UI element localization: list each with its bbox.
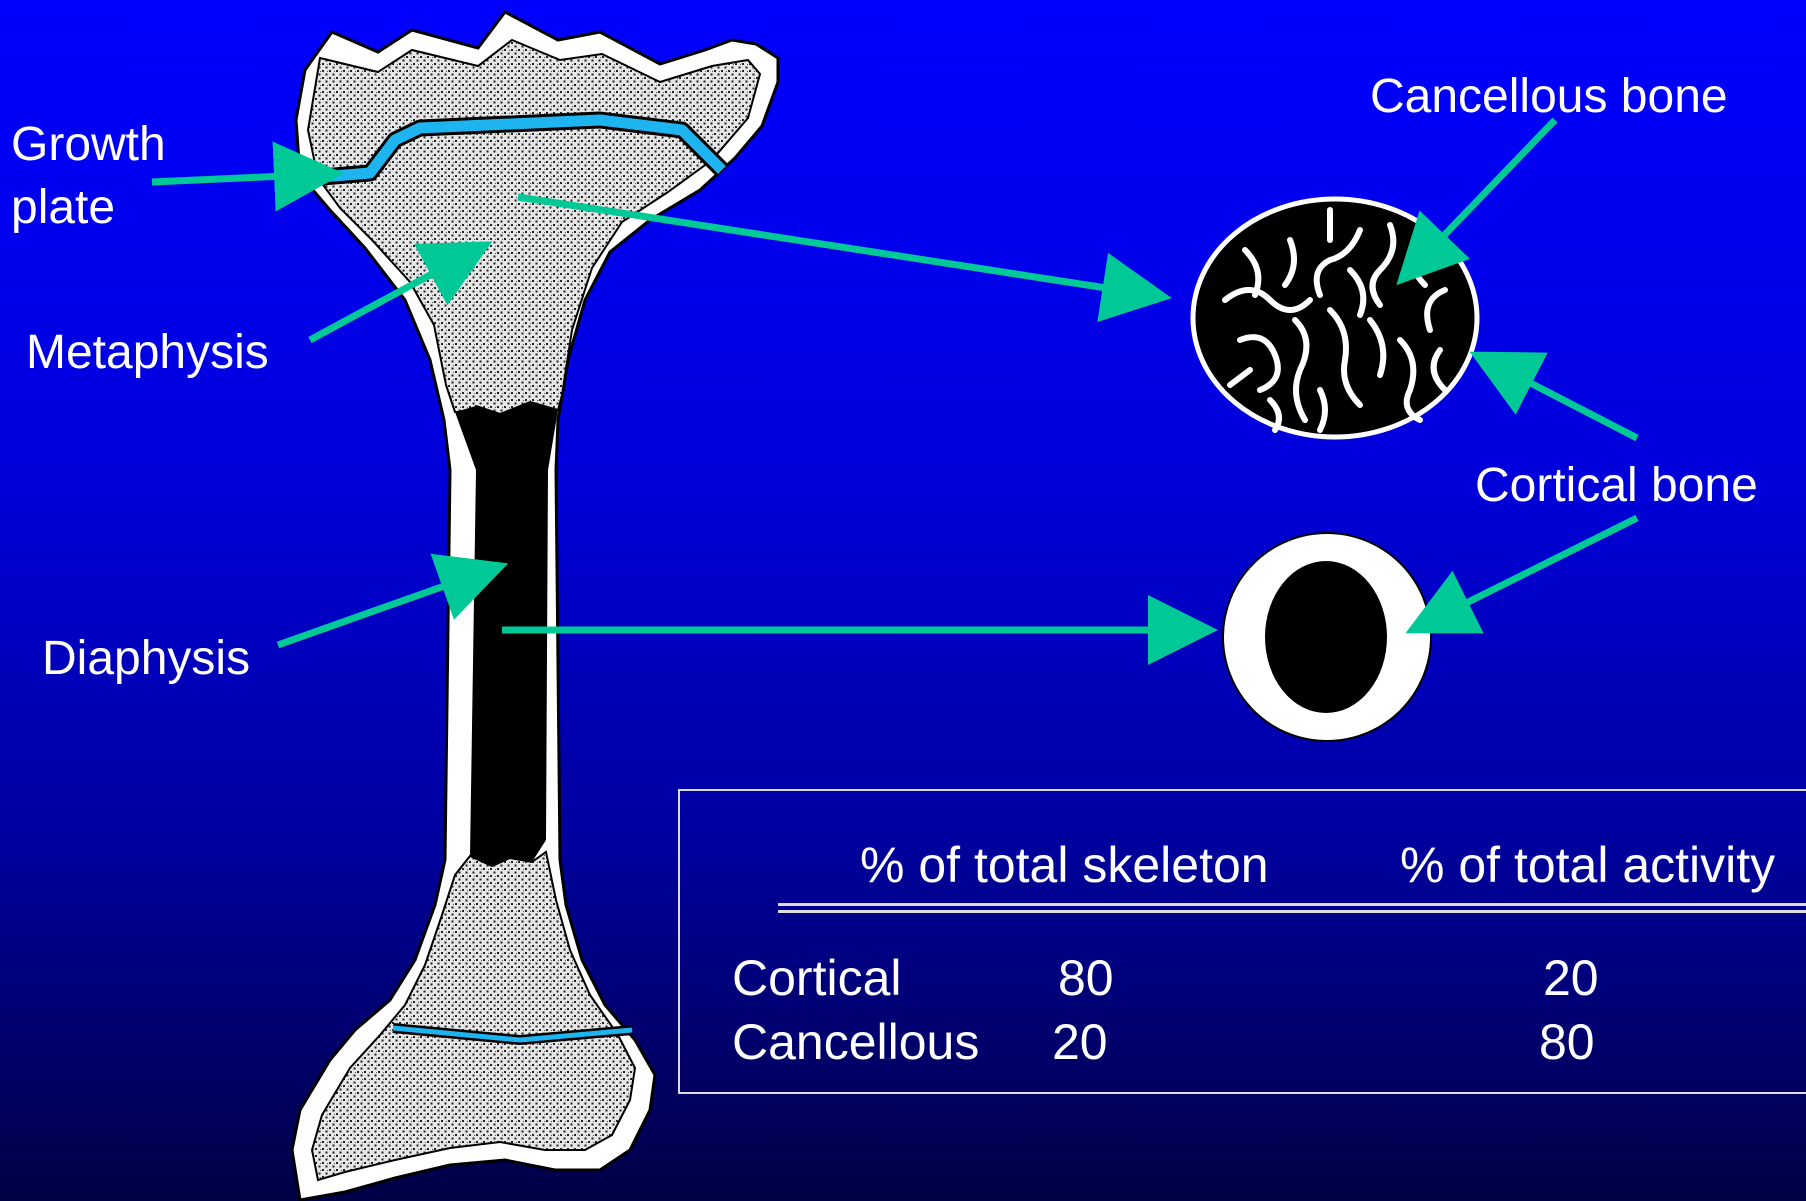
distal-metaphysis — [312, 852, 635, 1180]
cancellous-cross-section — [1193, 199, 1477, 437]
header-total-skeleton: % of total skeleton — [860, 835, 1269, 895]
growth-plate-label-line2: plate — [11, 177, 115, 239]
header-rule-top — [778, 903, 1806, 906]
row-cancellous-name: Cancellous — [732, 1012, 979, 1072]
row-cancellous-skeleton: 20 — [1052, 1012, 1108, 1072]
cortical-bone-arrow-lower — [1418, 518, 1637, 627]
cancellous-bone-label: Cancellous bone — [1370, 66, 1728, 128]
cancellous-bone-arrow — [1406, 120, 1555, 275]
header-rule-bottom — [778, 910, 1806, 913]
header-total-activity: % of total activity — [1400, 835, 1775, 895]
growth-plate-label-line1: Growth — [11, 114, 166, 176]
row-cortical-name: Cortical — [732, 948, 901, 1008]
cortical-bone-arrow-upper — [1482, 358, 1637, 438]
cortical-cross-section — [1223, 533, 1431, 741]
diaphysis-label: Diaphysis — [42, 628, 250, 690]
row-cortical-activity: 20 — [1543, 948, 1599, 1008]
bone-distribution-table: % of total skeleton % of total activity … — [678, 789, 1806, 1094]
row-cortical-skeleton: 80 — [1058, 948, 1114, 1008]
metaphysis-label: Metaphysis — [26, 322, 269, 384]
row-cancellous-activity: 80 — [1539, 1012, 1595, 1072]
cortical-bone-label: Cortical bone — [1475, 455, 1758, 517]
